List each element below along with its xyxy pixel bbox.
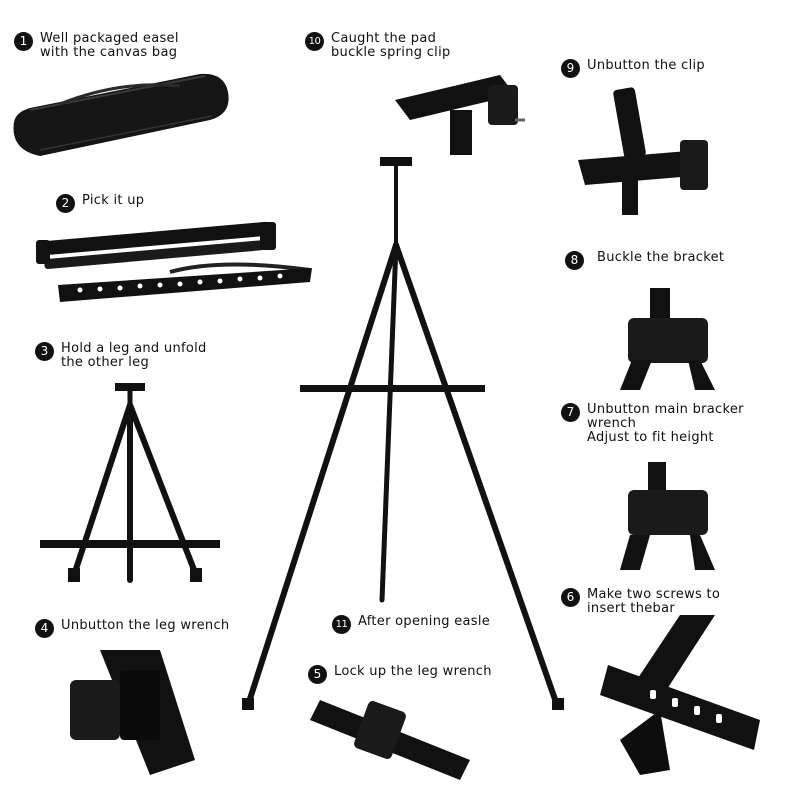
step-number: 1 (14, 32, 33, 51)
step-10: 10 Caught the pad buckle spring clip (305, 32, 451, 60)
step-1: 1 Well packaged easel with the canvas ba… (14, 32, 179, 60)
lock-wrench-image (310, 700, 470, 780)
small-easel-image (40, 383, 220, 583)
step-text: Hold a leg and unfold the other leg (61, 341, 207, 370)
step-text: Well packaged easel with the canvas bag (40, 31, 179, 60)
step-number: 3 (35, 342, 54, 361)
step-8: 8 Buckle the bracket (565, 251, 724, 270)
step-text: Buckle the bracket (597, 250, 725, 265)
bar-screw-image (600, 615, 760, 775)
step-number: 5 (308, 665, 327, 684)
spring-clip-image (395, 75, 525, 155)
clip-image (578, 87, 708, 215)
main-bracket-image (620, 462, 715, 570)
step-7: 7 Unbutton main bracker wrench Adjust to… (561, 403, 744, 445)
step-11: 11 After opening easle (332, 615, 490, 634)
step-text: Unbutton main bracker wrench Adjust to f… (587, 402, 744, 445)
step-number: 11 (332, 615, 351, 634)
step-9: 9 Unbutton the clip (561, 59, 705, 78)
step-4: 4 Unbutton the leg wrench (35, 619, 229, 638)
step-3: 3 Hold a leg and unfold the other leg (35, 342, 207, 370)
step-2: 2 Pick it up (56, 194, 144, 213)
step-text: Unbutton the clip (587, 58, 705, 73)
step-5: 5 Lock up the leg wrench (308, 665, 492, 684)
step-number: 7 (561, 403, 580, 422)
step-number: 9 (561, 59, 580, 78)
step-text: Unbutton the leg wrench (61, 618, 230, 633)
opened-easel-image (242, 157, 564, 710)
step-number: 8 (565, 251, 584, 270)
step-text: Make two screws to insert thebar (587, 587, 721, 616)
folded-easel-image (36, 221, 312, 302)
buckle-bracket-image (620, 288, 715, 390)
leg-wrench-image (70, 650, 195, 775)
step-number: 6 (561, 588, 580, 607)
step-text: Lock up the leg wrench (334, 664, 492, 679)
step-text: After opening easle (358, 614, 491, 629)
step-text: Pick it up (82, 193, 145, 208)
step-number: 4 (35, 619, 54, 638)
step-number: 2 (56, 194, 75, 213)
step-number: 10 (305, 32, 324, 51)
step-text: Caught the pad buckle spring clip (331, 31, 451, 60)
step-6: 6 Make two screws to insert thebar (561, 588, 720, 616)
canvas-bag-image (13, 73, 229, 156)
